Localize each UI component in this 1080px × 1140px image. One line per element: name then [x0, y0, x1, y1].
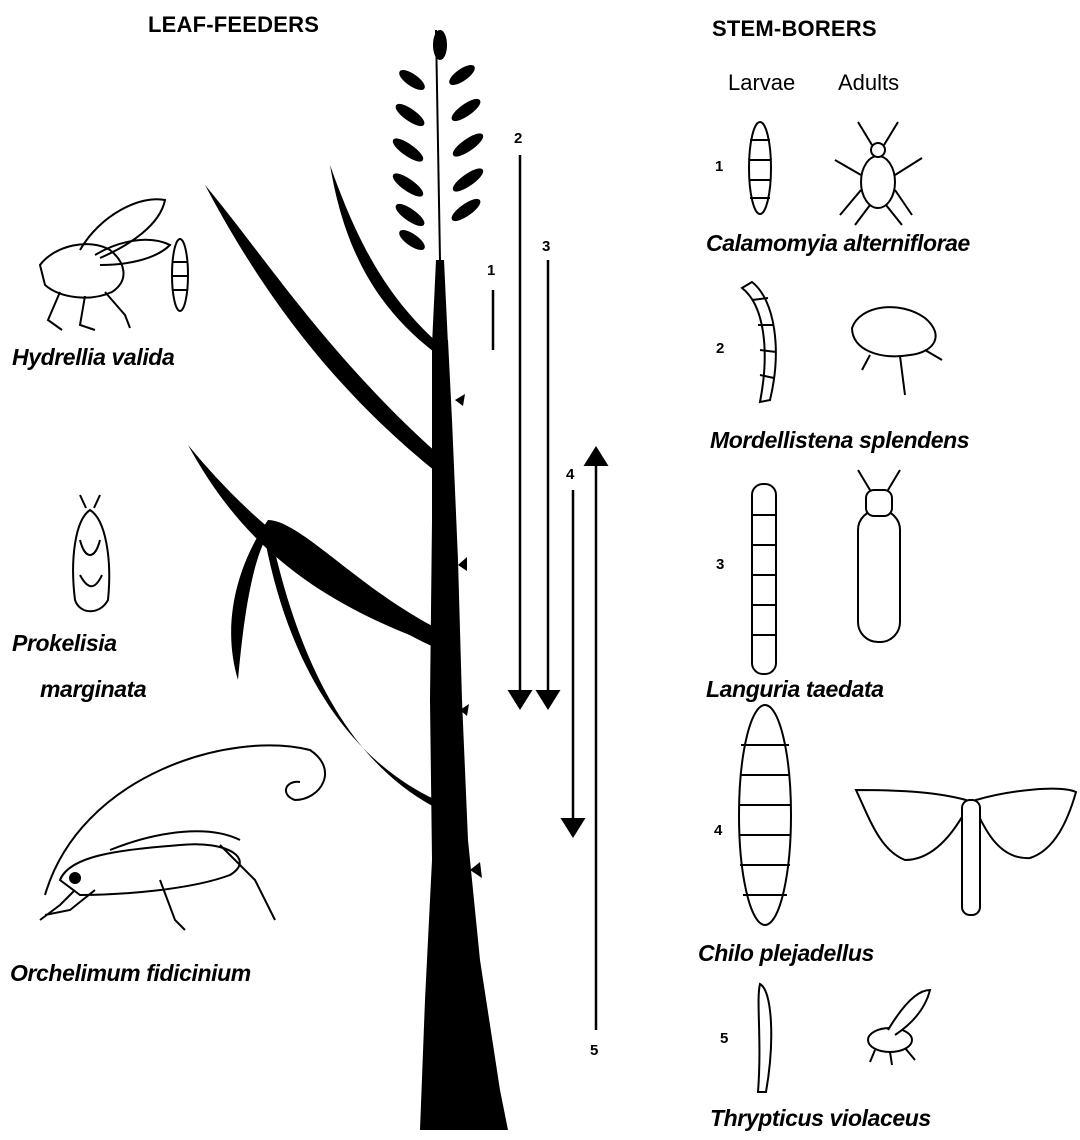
adult-4-moth-drawing [856, 789, 1076, 915]
adult-5-fly-drawing [868, 990, 930, 1065]
orchelimum-label: Orchelimum fidicinium [10, 960, 251, 987]
larva-1-drawing [749, 122, 771, 214]
hydrellia-fly-drawing [40, 199, 188, 330]
range-label-4: 4 [566, 466, 574, 483]
plant-panicle [391, 30, 485, 260]
larva-4-drawing [739, 705, 791, 925]
larva-3-drawing [752, 484, 776, 674]
range-label-2: 2 [514, 130, 522, 147]
prokelisia-label-line2: marginata [40, 676, 146, 703]
chilo-label: Chilo plejadellus [698, 940, 874, 967]
stem-borer-range-arrows [493, 155, 596, 1030]
adult-2-drawing [852, 307, 942, 395]
mordellistena-label: Mordellistena splendens [710, 427, 969, 454]
calamomyia-label: Calamomyia alterniflorae [706, 230, 970, 257]
orchelimum-katydid-drawing [40, 745, 325, 930]
larva-5-drawing [758, 984, 771, 1092]
stem-borer-number-1: 1 [715, 158, 723, 175]
thrypticus-label: Thrypticus violaceus [710, 1105, 931, 1132]
larva-2-drawing [742, 282, 776, 402]
stem-borer-adult-drawings [835, 122, 1076, 1065]
range-label-1: 1 [487, 262, 495, 279]
prokelisia-label-line1: Prokelisia [12, 630, 117, 657]
plant-leaves [188, 165, 445, 810]
prokelisia-planthopper-drawing [73, 495, 109, 611]
range-label-5: 5 [590, 1042, 598, 1059]
range-label-3: 3 [542, 238, 550, 255]
adult-3-drawing [858, 470, 900, 642]
stem-borer-number-3: 3 [716, 556, 724, 573]
stem-borer-number-2: 2 [716, 340, 724, 357]
stem-borer-number-5: 5 [720, 1030, 728, 1047]
hydrellia-label: Hydrellia valida [12, 344, 174, 371]
plant-stem [420, 260, 508, 1130]
languria-label: Languria taedata [706, 676, 884, 703]
stem-borer-number-4: 4 [714, 822, 722, 839]
adult-1-drawing [835, 122, 922, 225]
